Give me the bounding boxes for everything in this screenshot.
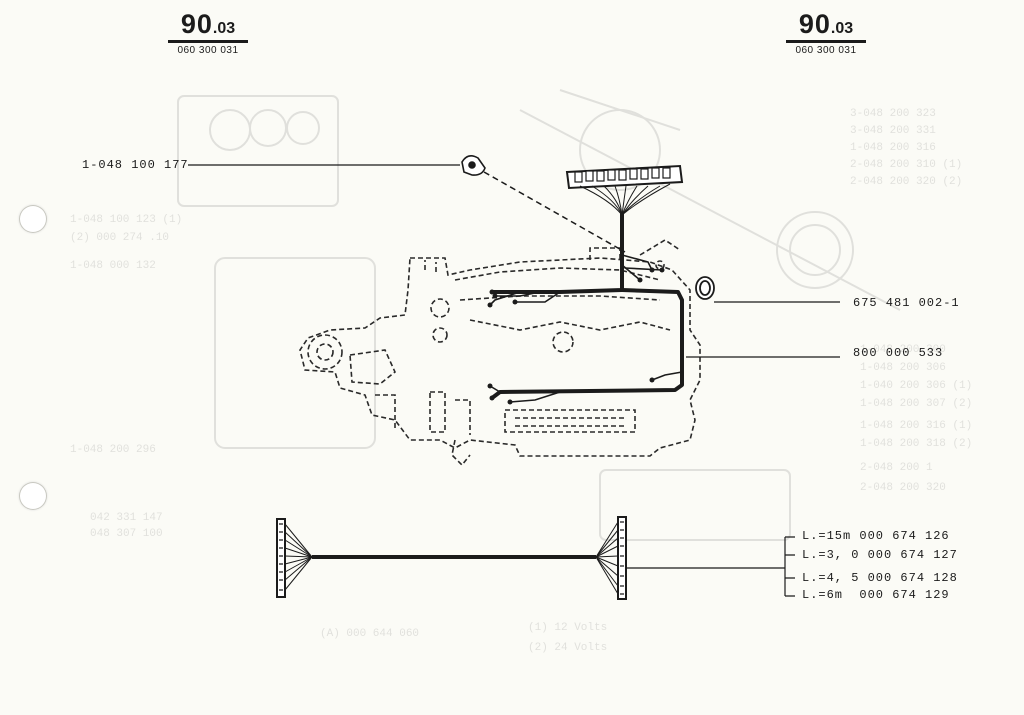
page-code: 060 300 031	[795, 45, 857, 56]
cable-bracket	[626, 536, 795, 597]
svg-text:(2) 24 Volts: (2) 24 Volts	[528, 642, 607, 654]
label-harness-part: 800 000 533	[853, 346, 944, 360]
svg-text:1-048 200 296: 1-048 200 296	[70, 444, 156, 456]
svg-text:(2) 000 274 .10: (2) 000 274 .10	[70, 232, 169, 244]
label-cable-15m: L.=15m 000 674 126	[802, 529, 950, 543]
sensor-1-048-100-177	[461, 154, 486, 176]
svg-text:042 331 147: 042 331 147	[90, 512, 163, 524]
svg-text:3-048 200 323: 3-048 200 323	[850, 108, 936, 120]
svg-text:(1) 12 Volts: (1) 12 Volts	[528, 622, 607, 634]
dashed-link-sensor	[483, 171, 626, 253]
page-code: 060 300 031	[177, 45, 239, 56]
svg-text:1-048 200 300: 1-048 200 300	[860, 344, 946, 356]
cable-connector-left	[276, 518, 286, 598]
svg-text:1-040 200 306 (1): 1-040 200 306 (1)	[860, 380, 972, 392]
svg-text:1-048 100 123 (1): 1-048 100 123 (1)	[70, 214, 182, 226]
page-number-main: 90	[798, 9, 831, 39]
label-cable-6m: L.=6m 000 674 129	[802, 588, 950, 602]
svg-text:2-048 200 320 (2): 2-048 200 320 (2)	[850, 176, 962, 188]
svg-text:1-048 000 132: 1-048 000 132	[70, 260, 156, 272]
page-number-rule	[168, 40, 248, 43]
harness-terminals	[487, 267, 665, 405]
svg-text:048 307 100: 048 307 100	[90, 528, 163, 540]
clip-675-481-002-1	[695, 276, 715, 300]
page-number-main: 90	[180, 9, 213, 39]
label-cable-3m: L.=3, 0 000 674 127	[802, 548, 958, 562]
page-number-right: 90.03 060 300 031	[786, 10, 866, 56]
label-cable-4-5m: L.=4, 5 000 674 128	[802, 571, 958, 585]
harness-top-connector	[565, 164, 684, 216]
svg-text:2-048 200 1: 2-048 200 1	[860, 462, 933, 474]
binder-hole-bottom	[19, 482, 47, 510]
svg-text:3-048 200 331: 3-048 200 331	[850, 125, 936, 137]
page-number-suffix: .03	[830, 20, 854, 37]
label-clip-part: 675 481 002-1	[853, 296, 960, 310]
page-number-left: 90.03 060 300 031	[168, 10, 248, 56]
binder-hole-top	[19, 205, 47, 233]
engine-outline	[299, 239, 701, 467]
label-sensor-part: 1-048 100 177	[82, 158, 189, 172]
page-number-rule	[786, 40, 866, 43]
cable-connector-right	[617, 516, 627, 600]
svg-text:1-048 200 316: 1-048 200 316	[850, 142, 936, 154]
svg-text:1-048 200 306: 1-048 200 306	[860, 362, 946, 374]
extension-cable	[276, 516, 627, 600]
svg-text:2-048 200 310 (1): 2-048 200 310 (1)	[850, 159, 962, 171]
svg-text:(A) 000 644 060: (A) 000 644 060	[320, 628, 419, 640]
svg-text:1-048 200 307 (2): 1-048 200 307 (2)	[860, 398, 972, 410]
page-number-suffix: .03	[212, 20, 236, 37]
svg-text:1-048 200 318 (2): 1-048 200 318 (2)	[860, 438, 972, 450]
svg-text:1-048 200 316 (1): 1-048 200 316 (1)	[860, 420, 972, 432]
harness-branches	[489, 254, 683, 403]
harness-trunk	[490, 212, 684, 400]
svg-text:2-048 200 320: 2-048 200 320	[860, 482, 946, 494]
